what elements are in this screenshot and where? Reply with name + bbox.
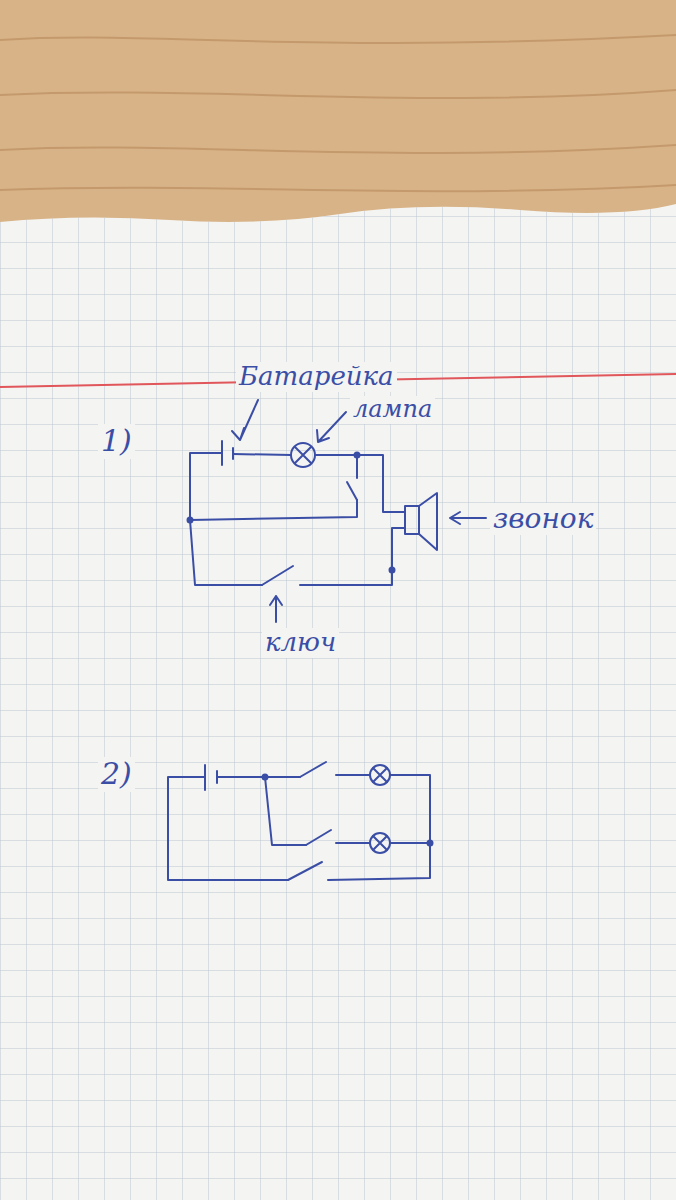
wood-grain: [0, 145, 676, 153]
wire: [190, 500, 357, 520]
switch-blade: [347, 482, 357, 500]
leader-arrow: [450, 512, 486, 524]
wire: [336, 774, 370, 776]
circuit-one: [188, 441, 438, 585]
paper-sheet: [0, 204, 676, 1200]
lamp-symbol: [291, 443, 315, 467]
callout-number: 2): [98, 757, 135, 792]
bell-body: [405, 506, 419, 534]
part-name: ключ: [262, 628, 339, 658]
bell-horn: [419, 493, 437, 550]
wire: [233, 454, 291, 455]
leader-lines: [232, 400, 486, 622]
wire: [336, 842, 370, 844]
switch-blade: [262, 566, 293, 585]
junction-dot: [263, 775, 268, 780]
junction-dot: [428, 841, 433, 846]
circuit-two: [168, 762, 433, 880]
leader-arrow: [232, 400, 258, 440]
wire: [217, 776, 300, 778]
wood-grain: [0, 185, 676, 191]
wire: [300, 528, 405, 585]
switch-blade: [306, 830, 331, 845]
part-name: звонок: [490, 503, 596, 535]
leader-arrow: [270, 596, 282, 622]
lamp-cross: [373, 836, 387, 850]
wire: [265, 777, 306, 845]
wood-grain: [0, 35, 676, 43]
lamp-cross: [373, 768, 387, 782]
lamp-cross: [295, 447, 311, 463]
paper-grid: [0, 204, 676, 1200]
callout-number: 1): [98, 424, 135, 459]
junction-dot: [390, 568, 395, 573]
junction-dot: [355, 453, 360, 458]
wire: [390, 842, 430, 844]
part-name: Батарейка: [236, 362, 397, 392]
junction-dot: [188, 518, 193, 523]
leader-arrow: [317, 412, 346, 442]
lamp-symbol: [370, 765, 390, 785]
wire: [315, 455, 405, 512]
wood-grain: [0, 90, 676, 98]
lamp-symbol: [370, 833, 390, 853]
wood-grain: [0, 35, 676, 191]
part-name: лампа: [350, 396, 435, 424]
switch-blade: [288, 862, 322, 880]
wire: [328, 775, 430, 880]
switch-blade: [300, 762, 326, 777]
